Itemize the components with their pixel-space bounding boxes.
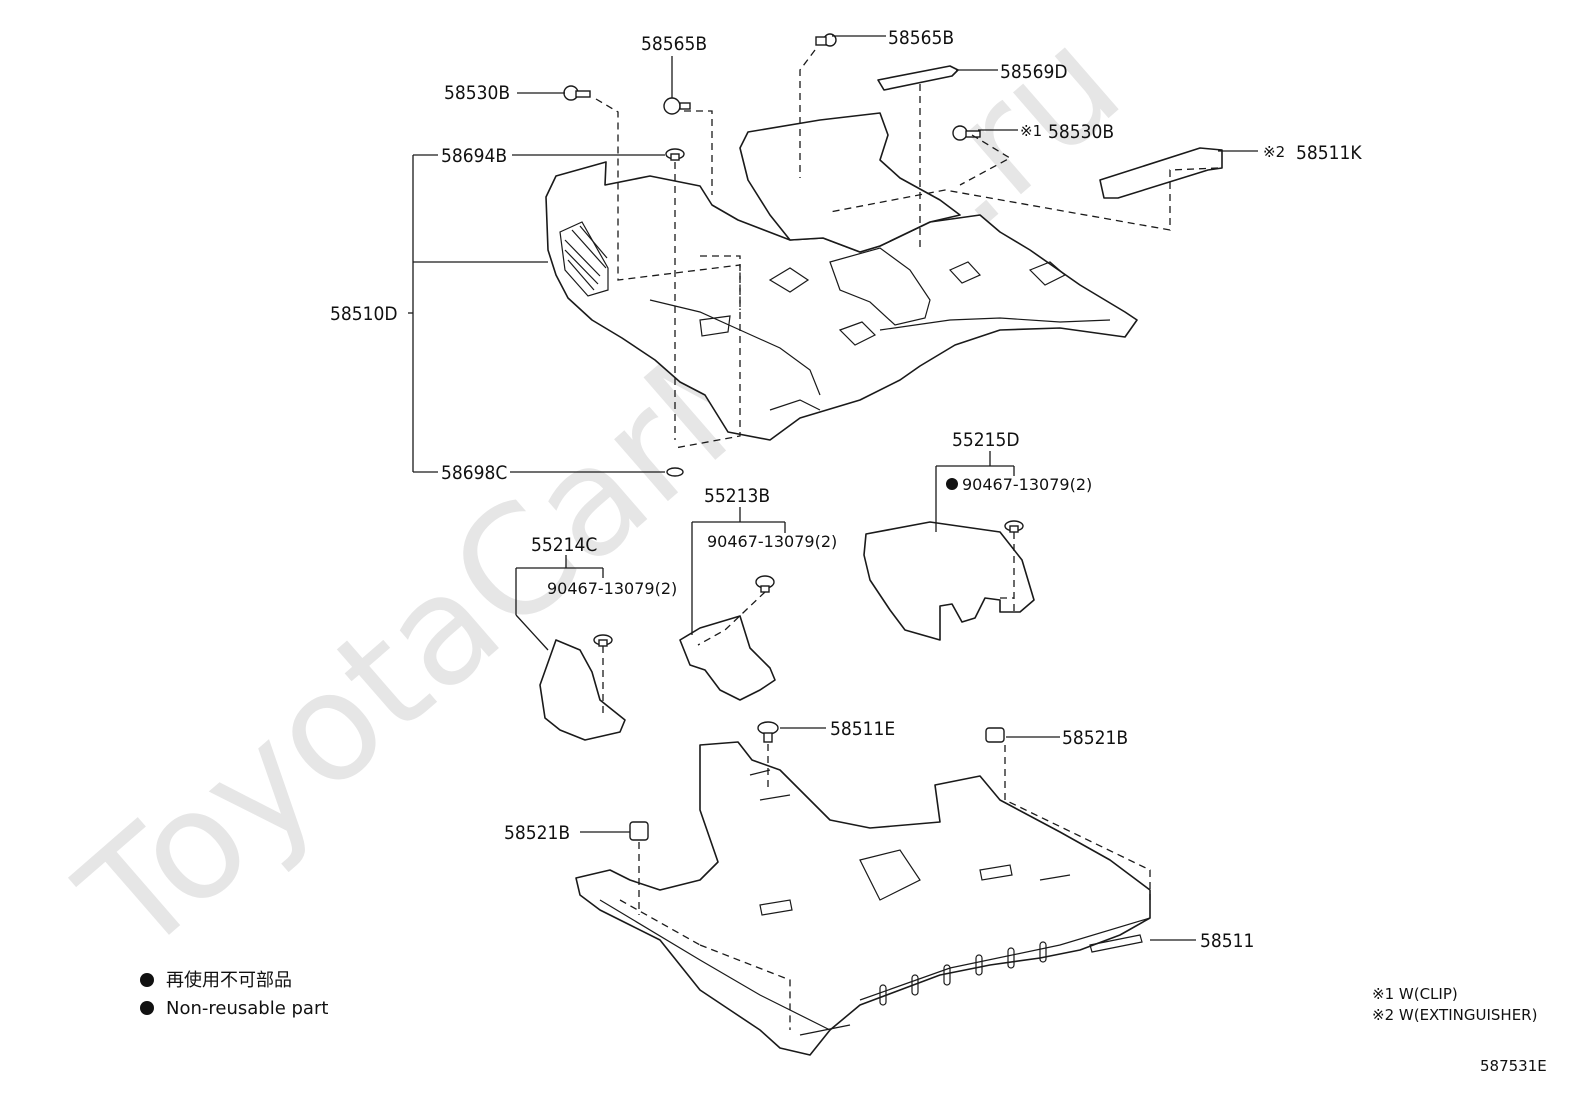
label-58511K: 58511K: [1296, 142, 1362, 164]
label-58521B-right: 58521B: [1062, 727, 1128, 749]
label-58565B-top: 58565B: [641, 33, 707, 55]
label-55213B: 55213B: [704, 485, 770, 507]
strip-58569D: [877, 65, 959, 91]
dash-55213B: [697, 591, 766, 646]
legend: 再使用不可部品 Non-reusable part: [140, 970, 328, 1019]
panel-55215D: [863, 521, 1035, 641]
panel-55213B: [679, 615, 776, 701]
assembly-dashes-bottom: [619, 744, 1151, 1030]
clip-58521B-left: [629, 821, 649, 841]
label-58698C: 58698C: [441, 462, 507, 484]
label-58565B-right: 58565B: [888, 27, 954, 49]
label-58694B: 58694B: [441, 145, 507, 167]
floor-carpet-front-assembly: [545, 112, 1138, 441]
note-2: ※2 W(EXTINGUISHER): [1372, 1006, 1537, 1024]
leader-lines: [408, 35, 1258, 941]
legend-dot-en: [140, 1001, 154, 1015]
label-58510D: 58510D: [330, 303, 398, 325]
label-58511: 58511: [1200, 930, 1254, 952]
clip-58521B-right: [985, 727, 1005, 743]
label-58521B-left: 58521B: [504, 822, 570, 844]
label-55214C: 55214C: [531, 534, 597, 556]
floor-carpet-main: [575, 741, 1151, 1056]
grommet-58698C: [666, 467, 684, 477]
clip-58565B-right: [815, 33, 837, 47]
clip-58565B-top: [663, 97, 691, 115]
legend-dot-jp: [140, 973, 154, 987]
legend-jp: 再使用不可部品: [166, 970, 292, 991]
label-55215D-clip: 90467-13079(2): [962, 475, 1092, 494]
dash-55215D: [1000, 532, 1015, 612]
panel-55214C: [539, 639, 626, 741]
label-55214C-clip: 90467-13079(2): [547, 579, 677, 598]
clip-58694B: [665, 148, 685, 161]
label-58530B-left: 58530B: [444, 82, 510, 104]
label-55213B-clip: 90467-13079(2): [707, 532, 837, 551]
clip-58511E: [757, 721, 779, 743]
nonreusable-dot-55215D: [946, 478, 958, 490]
figure-id: 587531E: [1480, 1057, 1547, 1075]
label-55215D: 55215D: [952, 429, 1020, 451]
clip-55215D: [1004, 520, 1024, 533]
label-58569D: 58569D: [1000, 61, 1068, 83]
bracket-58511K: [1099, 147, 1223, 199]
clip-55214C: [593, 634, 613, 647]
clip-55213B: [755, 575, 775, 593]
bolt-58530B-left: [563, 85, 591, 101]
label-58511K-mark: ※2: [1263, 143, 1285, 161]
label-58511E: 58511E: [830, 718, 895, 740]
label-58530B-right: 58530B: [1048, 121, 1114, 143]
legend-en: Non-reusable part: [166, 998, 328, 1019]
note-1: ※1 W(CLIP): [1372, 985, 1458, 1003]
label-58530B-right-mark: ※1: [1020, 122, 1042, 140]
assembly-dashes-top: [595, 49, 1219, 449]
bolt-58530B-right: [952, 125, 981, 141]
